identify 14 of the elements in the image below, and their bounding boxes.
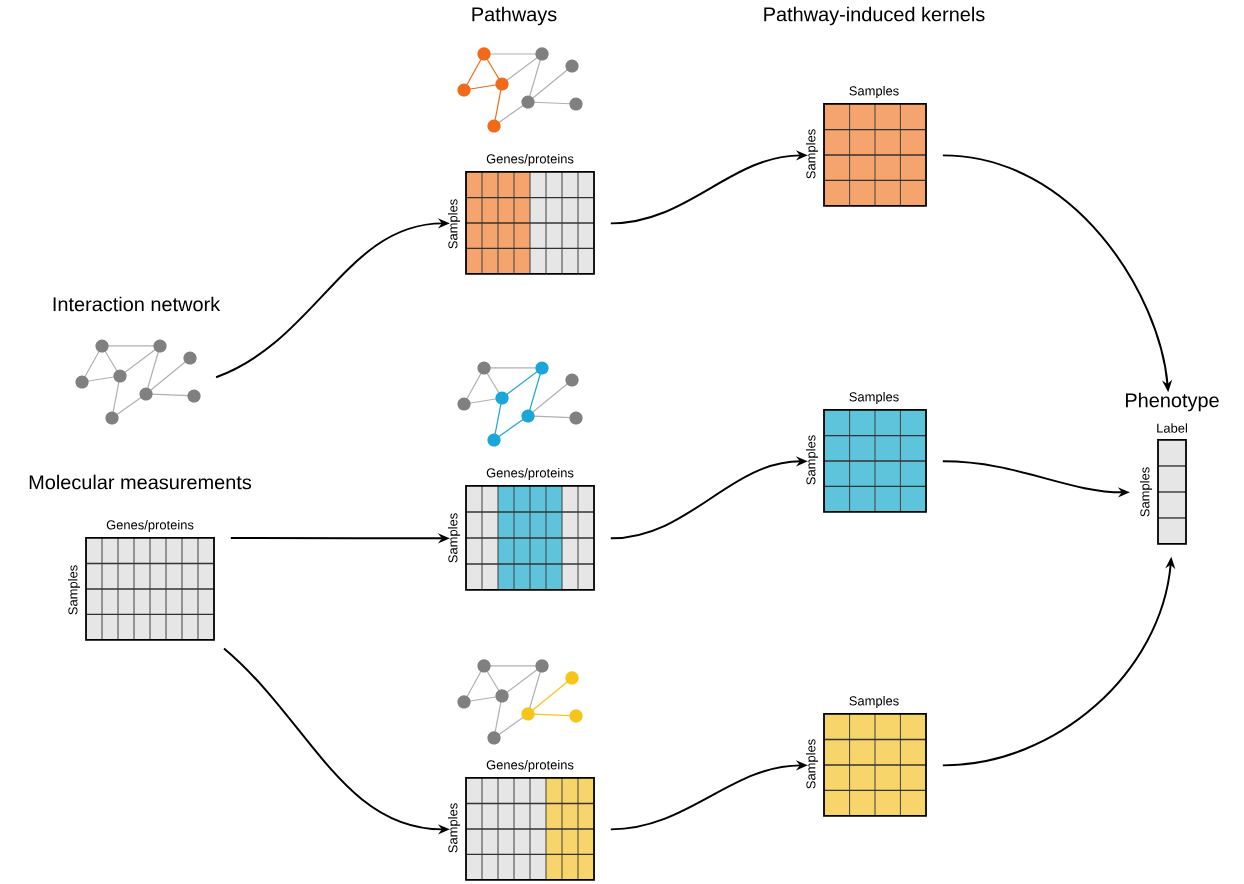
data-matrix	[465, 485, 595, 591]
network-drawing	[75, 339, 201, 425]
data-matrix	[85, 537, 215, 641]
data-matrix	[465, 777, 595, 881]
column-heading: Pathways	[472, 6, 557, 26]
data-matrix	[823, 713, 927, 817]
data-matrix	[823, 103, 927, 207]
data-matrix	[1157, 439, 1187, 545]
data-matrix	[465, 171, 595, 275]
data-matrix	[823, 409, 927, 513]
heading: Interaction network	[53, 296, 221, 312]
heading: Phenotype	[1126, 392, 1219, 412]
heading: Molecular measurements	[29, 474, 252, 490]
column-heading: Pathway-induced kernels	[764, 6, 985, 26]
